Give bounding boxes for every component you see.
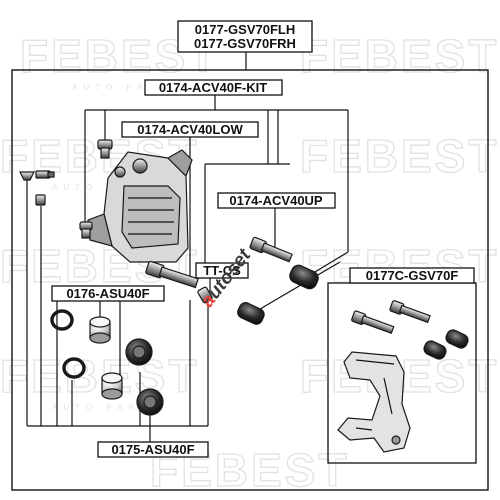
caliper-body [87,149,193,263]
pin-boots [237,264,319,325]
pin-low-label: 0174-ACV40LOW [137,122,243,137]
pin-up-label-box: 0174-ACV40UP [217,192,336,209]
piston-dust-boot-upper [125,338,153,366]
caliper-frh-label: 0177-GSV70FRH [194,36,296,51]
piston-kit-label-box: 0176-ASU40F [51,285,165,302]
watermark-brand: FEBEST [0,350,199,402]
watermark-brand: FEBEST [300,240,499,292]
seal-kit-label: 0175-ASU40F [111,442,194,457]
piston-dust-boot-lower [136,388,164,416]
piston-seals [50,309,164,416]
watermark-brand: FEBEST [300,130,499,182]
caliper-flh-label: 0177-GSV70FLH [195,22,295,37]
seal-kit-label-box: 0175-ASU40F [97,441,209,458]
kit-label-box: 0174-ACV40F-KIT [144,79,283,96]
watermark-brand: FEBEST [300,30,499,82]
kit-label: 0174-ACV40F-KIT [159,80,267,95]
grease-label: TT-CS [203,263,241,278]
watermark-tagline: AUTO PARTS [72,83,182,92]
grease-label-box: TT-CS [195,262,249,279]
piston-kit-label: 0176-ASU40F [66,286,149,301]
assembly-frame [11,69,489,491]
bracket-label: 0177C-GSV70F [366,268,459,283]
piston-upper [89,316,111,344]
piston-lower [101,372,123,400]
pin-low-label-box: 0174-ACV40LOW [121,121,259,138]
caliper-label-box: 0177-GSV70FLH 0177-GSV70FRH [177,20,313,53]
guide-pins [145,236,293,304]
watermark-tagline: AUTO PARTS [52,183,162,192]
bracket-label-box: 0177C-GSV70F [349,267,475,284]
watermark-layer: FEBEST AUTO PARTS FEBEST FEBEST AUTO PAR… [0,29,499,496]
caliper-bracket [337,300,469,453]
pin-up-label: 0174-ACV40UP [229,193,323,208]
watermark-tagline: AUTO PARTS [52,403,162,412]
small-bolts [19,170,55,206]
bleeder-fittings [79,139,113,239]
